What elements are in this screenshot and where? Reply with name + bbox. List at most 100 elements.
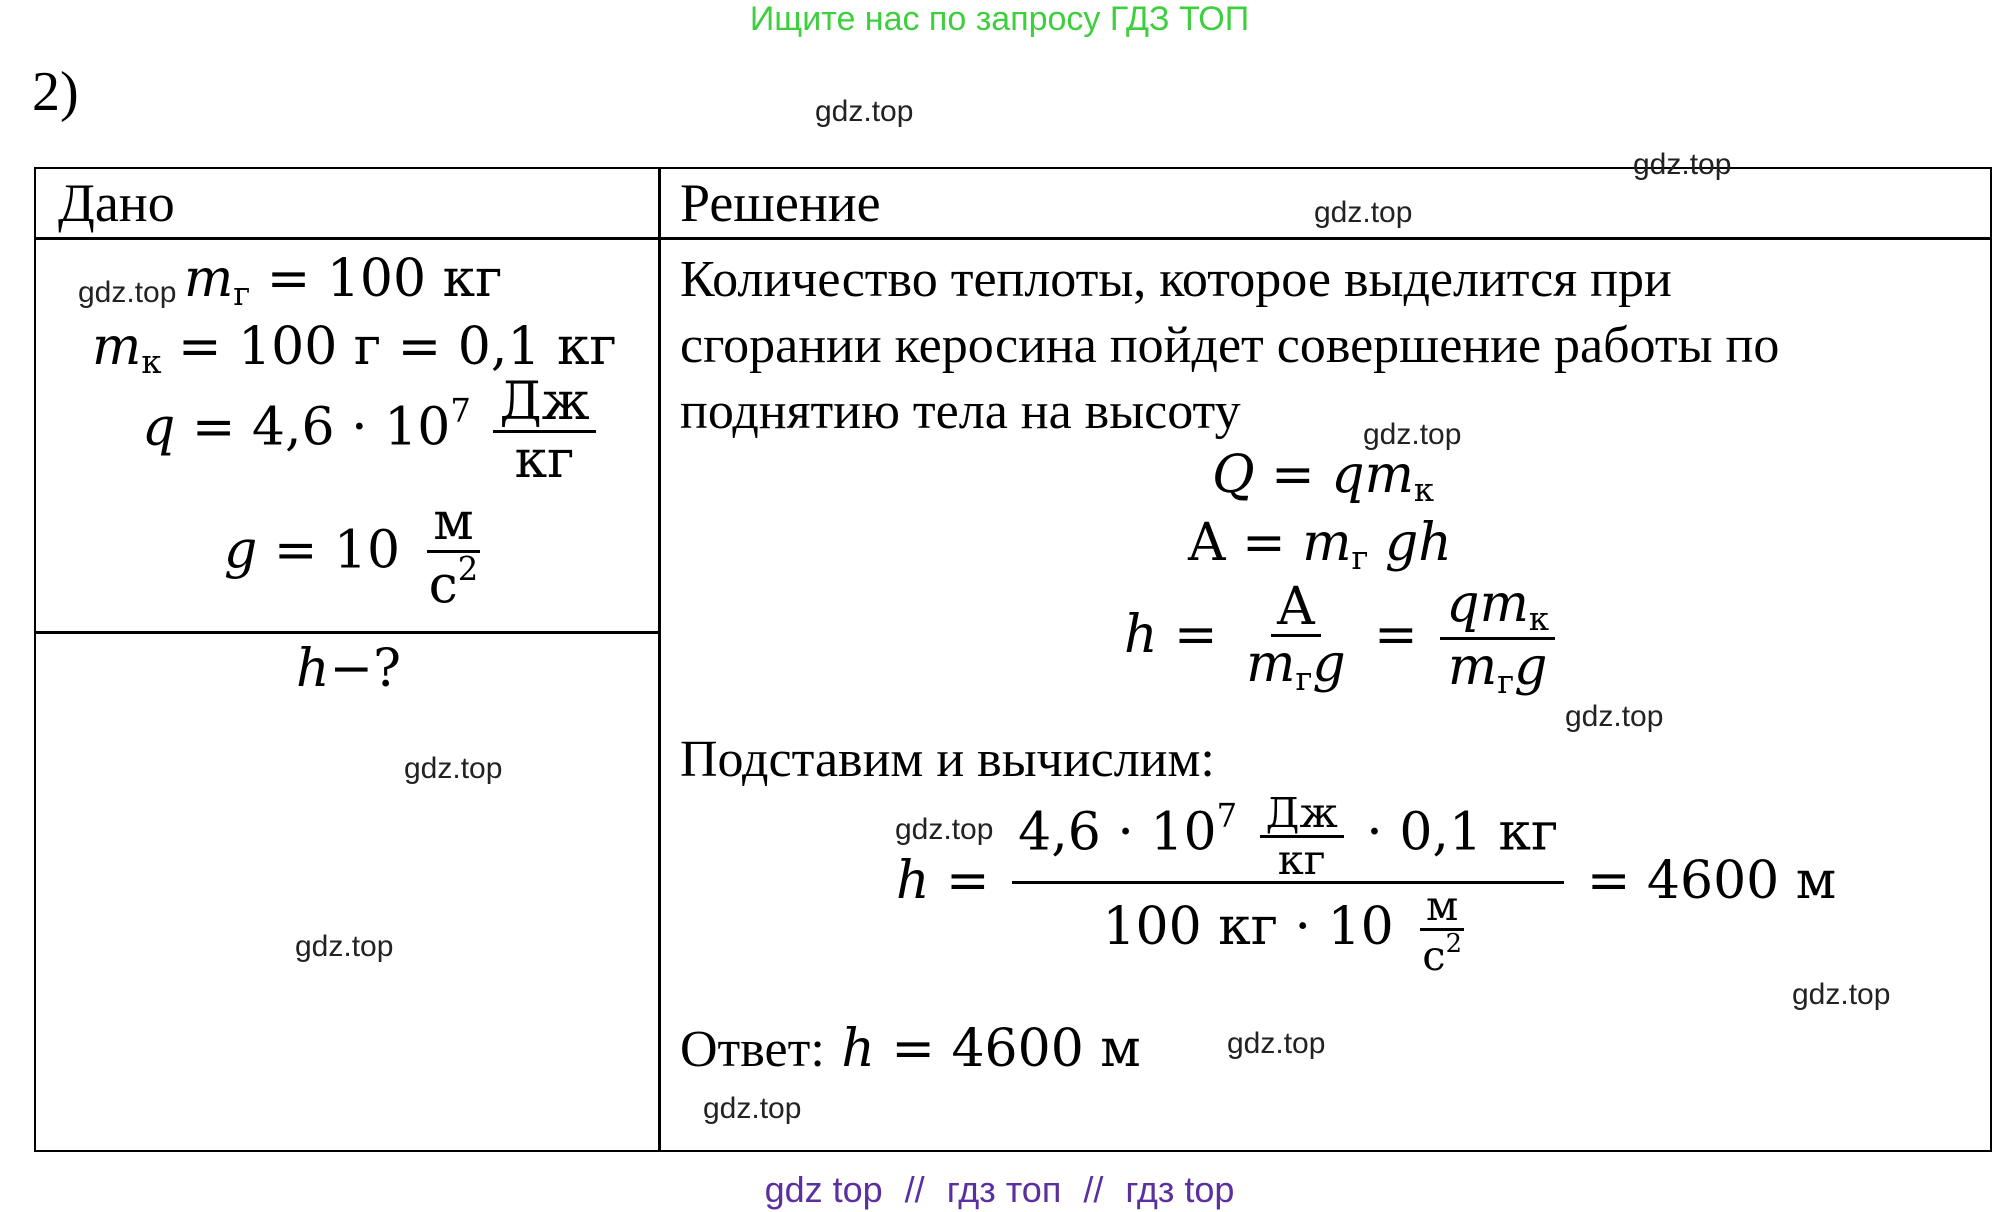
eq-lhs: A: [1188, 513, 1226, 573]
substitute-text: Подставим и вычислим:: [680, 731, 1215, 788]
sub-g: г: [1497, 662, 1515, 701]
var-gh: gh: [1384, 513, 1452, 573]
num-exp: 7: [1216, 797, 1238, 836]
given-header: Дано: [58, 173, 175, 233]
find-h: h−?: [296, 639, 401, 699]
fraction-qmk-over-mg: qmк mгg: [1440, 574, 1556, 700]
q-exp: 7: [450, 392, 471, 431]
frac-num: A: [1271, 580, 1321, 638]
solution-text-line-3: поднятию тела на высоту: [680, 383, 1241, 440]
unit-num: м: [427, 495, 480, 553]
equation-q: Q = qmк: [1212, 445, 1434, 509]
calc-result: = 4600 м: [1586, 850, 1837, 911]
unit-den-base: с: [1422, 931, 1446, 981]
eq-sign: =: [1242, 513, 1286, 573]
watermark: gdz.top: [1314, 196, 1413, 229]
mk-value: = 100 г = 0,1 кг: [178, 317, 617, 377]
q-coef: = 4,6 · 10: [191, 397, 451, 458]
eq-lhs: h: [1124, 604, 1158, 665]
unit-num: Дж: [1259, 791, 1344, 838]
solution-text-line-2: сгорании керосина пойдет совершение рабо…: [680, 317, 1780, 374]
var-m: m: [1364, 445, 1414, 505]
equation-h: h = A mгg = qmк mгg: [1124, 577, 1561, 700]
answer: Ответ: h = 4600 м: [680, 1019, 1141, 1079]
eq-sign: =: [1174, 604, 1218, 665]
equation-a: A = mг gh: [1188, 513, 1452, 577]
unit-den-base: с: [428, 555, 458, 616]
problem-number: 2): [32, 61, 79, 123]
watermark: gdz.top: [703, 1092, 802, 1125]
footer-separator: //: [1083, 1169, 1104, 1210]
var-m: m: [1479, 574, 1529, 634]
footer-part-3: гдз top: [1125, 1169, 1235, 1210]
var-m: m: [184, 249, 234, 309]
given-mg: mг = 100 кг: [184, 249, 502, 313]
watermark: gdz.top: [404, 752, 503, 785]
eq-sign: =: [946, 850, 990, 911]
watermark: gdz.top: [295, 930, 394, 963]
find-mark: −?: [329, 639, 401, 699]
watermark: gdz.top: [815, 95, 914, 128]
top-banner: Ищите нас по запросу ГДЗ ТОП: [749, 0, 1250, 38]
var-g: g: [1312, 634, 1346, 695]
footer-separator: //: [904, 1169, 925, 1210]
unit-den: с2: [1416, 929, 1468, 981]
column-divider: [658, 169, 661, 1150]
unit-den-exp: 2: [457, 549, 479, 588]
var-g: g: [224, 520, 258, 581]
unit-den: кг: [1277, 834, 1326, 884]
given-find-divider: [36, 631, 660, 634]
watermark: gdz.top: [1792, 978, 1891, 1011]
footer: gdz top // гдз топ // гдз top: [0, 1170, 1999, 1210]
var-m: m: [1246, 634, 1296, 695]
watermark: gdz.top: [1363, 418, 1462, 451]
var-m: m: [92, 317, 142, 377]
calc-lhs: h: [896, 850, 930, 911]
eq-sign: =: [1374, 604, 1418, 665]
den-coef: 100 кг · 10: [1102, 897, 1394, 958]
sub-k: к: [1413, 471, 1435, 510]
watermark: gdz.top: [1565, 700, 1664, 733]
given-mk: mк = 100 г = 0,1 кг: [92, 317, 617, 381]
sub-k: к: [141, 343, 162, 382]
var-q: q: [1446, 574, 1480, 634]
sub-k: к: [1528, 600, 1550, 639]
solution-table: Дано Решение mг = 100 кг mк = 100 г = 0,…: [34, 167, 1992, 1152]
num-tail: · 0,1 кг: [1366, 802, 1559, 863]
frac-den: mгg: [1240, 637, 1352, 697]
answer-label: Ответ:: [680, 1021, 825, 1078]
unit-den-exp: 2: [1445, 929, 1462, 960]
watermark: gdz.top: [895, 813, 994, 846]
eq-lhs: Q: [1212, 445, 1255, 505]
solution-text-line-1: Количество теплоты, которое выделится пр…: [680, 251, 1672, 308]
unit-den: с2: [423, 549, 485, 616]
header-divider: [36, 237, 1990, 240]
watermark: gdz.top: [1227, 1027, 1326, 1060]
frac-den: mгg: [1442, 640, 1554, 700]
mg-value: = 100 кг: [266, 249, 503, 309]
sub-g: г: [1351, 539, 1369, 578]
answer-var: h: [841, 1019, 875, 1079]
var-g: g: [1514, 636, 1548, 697]
num-coef: 4,6 · 10: [1018, 802, 1217, 863]
unit-num: м: [1419, 884, 1465, 932]
var-q: q: [1331, 445, 1365, 505]
unit-den: кг: [514, 429, 575, 490]
sub-g: г: [233, 275, 251, 314]
eq-sign: =: [1271, 445, 1315, 505]
footer-part-1: gdz top: [764, 1169, 883, 1210]
fraction-a-over-mg: A mгg: [1240, 580, 1352, 697]
var-h: h: [296, 639, 330, 699]
unit-num: Дж: [493, 375, 596, 433]
frac-num: qmк: [1440, 574, 1556, 640]
footer-part-2: гдз топ: [946, 1169, 1062, 1210]
